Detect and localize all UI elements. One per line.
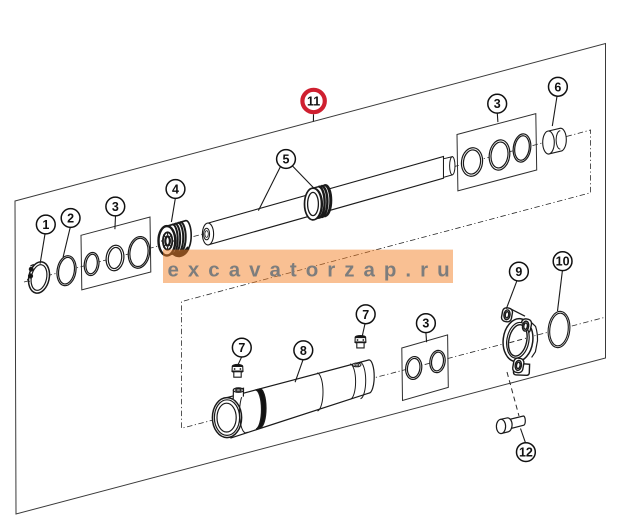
svg-text:2: 2: [67, 212, 74, 226]
svg-text:excavatorzap.ru: excavatorzap.ru: [168, 258, 459, 281]
svg-text:3: 3: [112, 200, 119, 214]
svg-text:9: 9: [515, 265, 522, 279]
svg-text:7: 7: [238, 341, 245, 355]
svg-text:6: 6: [554, 80, 561, 94]
svg-text:11: 11: [307, 95, 320, 109]
svg-text:4: 4: [172, 183, 179, 197]
svg-text:8: 8: [300, 344, 307, 358]
svg-text:3: 3: [494, 97, 501, 111]
svg-text:5: 5: [283, 153, 290, 167]
svg-text:12: 12: [519, 446, 533, 460]
svg-text:7: 7: [362, 308, 369, 322]
svg-text:3: 3: [422, 317, 429, 331]
svg-text:10: 10: [556, 255, 570, 269]
svg-text:1: 1: [42, 218, 49, 232]
